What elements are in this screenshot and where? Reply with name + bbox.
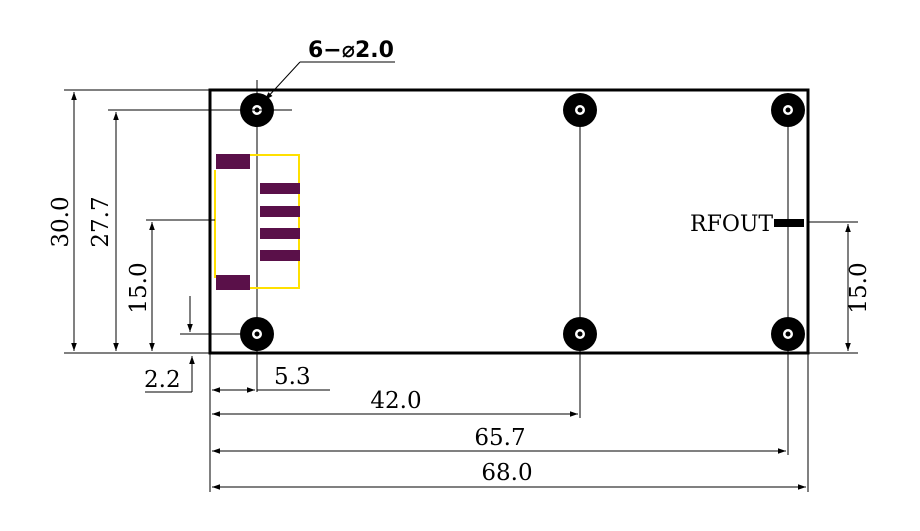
connector-pin-3 xyxy=(260,228,300,239)
dim-right-15: 15.0 xyxy=(845,224,872,351)
dim-x-65-7: 65.7 xyxy=(212,425,786,454)
dim-x-5-3-text: 5.3 xyxy=(274,364,311,390)
dim-height-total-text: 30.0 xyxy=(48,196,74,247)
mounting-hole-bottom-middle xyxy=(563,317,597,351)
rfout-pad xyxy=(774,219,804,227)
dim-left-15-text: 15.0 xyxy=(126,262,152,313)
connector-pad-bottom xyxy=(216,275,250,290)
connector-pad-top xyxy=(216,154,250,169)
dim-height-holes-text: 27.7 xyxy=(88,196,114,247)
rfout-label: RFOUT xyxy=(690,212,773,237)
dim-x-42-text: 42.0 xyxy=(370,388,421,414)
dim-height-total: 30.0 xyxy=(48,92,77,351)
mounting-hole-top-middle xyxy=(563,93,597,127)
dim-x-68-text: 68.0 xyxy=(481,460,532,486)
dim-left-15: 15.0 xyxy=(126,222,155,351)
dim-x-68: 68.0 xyxy=(212,460,806,490)
hole-callout: 6−⌀2.0 xyxy=(264,38,395,101)
connector-pin-2 xyxy=(260,206,300,217)
dim-right-15-text: 15.0 xyxy=(846,262,872,313)
connector-pin-1 xyxy=(260,183,300,194)
connector-outline xyxy=(214,154,300,289)
connector-pin-4 xyxy=(260,250,300,261)
mounting-hole-bottom-right xyxy=(771,317,805,351)
dim-x-5-3: 5.3 xyxy=(212,364,330,393)
mounting-hole-top-right xyxy=(771,93,805,127)
mounting-hole-bottom-left xyxy=(240,317,274,351)
hole-callout-text: 6−⌀2.0 xyxy=(308,38,394,63)
dim-bottom-offset-text: 2.2 xyxy=(144,367,181,393)
dim-height-holes: 27.7 xyxy=(88,112,119,351)
dim-x-65-7-text: 65.7 xyxy=(474,425,525,451)
board-outline xyxy=(208,88,810,355)
dim-bottom-offset: 2.2 xyxy=(144,296,195,393)
dim-x-42: 42.0 xyxy=(212,388,578,417)
